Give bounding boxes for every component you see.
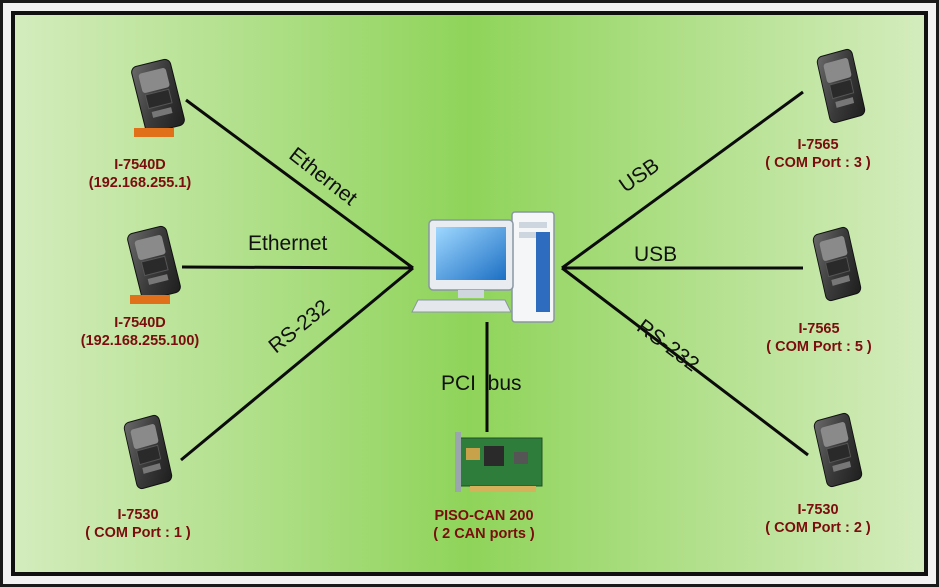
device-name: I-7565: [797, 137, 839, 153]
device-detail: ( COM Port : 3 ): [765, 155, 871, 171]
conn-label-bottom: PCI bus: [441, 372, 522, 395]
device-label-right-mid: I-7565 ( COM Port : 5 ): [766, 320, 872, 356]
device-detail: ( COM Port : 5 ): [766, 339, 872, 355]
device-detail: (192.168.255.100): [80, 333, 200, 349]
line-right-bot: [561, 266, 809, 457]
device-name: I-7565: [798, 321, 840, 337]
device-left-top-image: [129, 57, 187, 137]
line-left-bot: [180, 266, 414, 462]
device-label-left-top: I-7540D (192.168.255.1): [89, 156, 191, 192]
device-name: I-7540D: [114, 315, 166, 331]
pci-card-image: [455, 432, 543, 492]
device-name: I-7540D: [114, 157, 166, 173]
device-left-mid-image: [125, 224, 183, 304]
computer-icon: [411, 211, 555, 323]
device-detail: ( COM Port : 2 ): [765, 520, 871, 536]
conn-label-right-mid: USB: [634, 243, 678, 266]
device-detail: ( 2 CAN ports ): [433, 526, 535, 542]
device-label-left-bot: I-7530 ( COM Port : 1 ): [85, 506, 191, 542]
line-right-top: [561, 90, 804, 270]
device-label-bottom: PISO-CAN 200 ( 2 CAN ports ): [433, 507, 535, 543]
device-detail: ( COM Port : 1 ): [85, 525, 191, 541]
device-label-left-mid: I-7540D (192.168.255.100): [81, 314, 200, 350]
device-detail: (192.168.255.1): [88, 175, 192, 191]
line-left-top: [185, 98, 414, 270]
device-label-right-bot: I-7530 ( COM Port : 2 ): [765, 501, 871, 537]
device-name: I-7530: [797, 502, 839, 518]
conn-label-left-mid: Ethernet: [248, 232, 328, 255]
device-label-right-top: I-7565 ( COM Port : 3 ): [765, 136, 871, 172]
device-name: PISO-CAN 200: [434, 508, 534, 524]
device-name: I-7530: [117, 507, 159, 523]
line-left-mid: [181, 265, 414, 270]
connection-lines: [180, 90, 809, 462]
